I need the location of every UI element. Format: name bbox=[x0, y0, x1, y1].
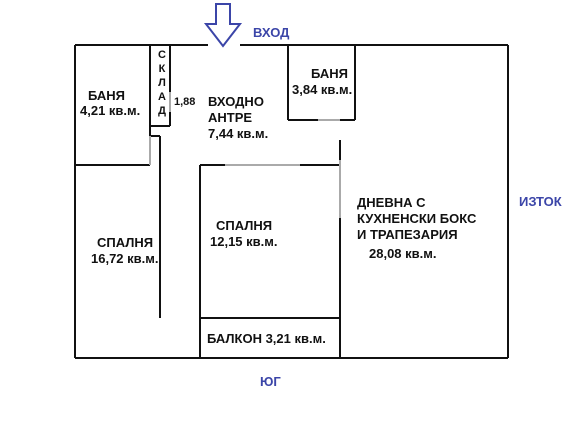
living-line2: КУХНЕНСКИ БОКС bbox=[357, 211, 477, 226]
bath-left-area: 4,21 кв.м. bbox=[80, 103, 141, 118]
storage-area: 1,88 bbox=[174, 96, 196, 108]
bath-right-name: БАНЯ bbox=[311, 66, 348, 81]
door-openings bbox=[149, 92, 341, 218]
outer-walls bbox=[74, 44, 509, 359]
east-label: ИЗТОК bbox=[519, 194, 562, 209]
living-area: 28,08 кв.м. bbox=[369, 246, 437, 261]
living-line1: ДНЕВНА С bbox=[357, 195, 426, 210]
south-label: ЮГ bbox=[260, 374, 281, 389]
bedroom-left-name: СПАЛНЯ bbox=[97, 235, 154, 250]
entrance-arrow-icon bbox=[203, 3, 243, 48]
hall-area: 7,44 кв.м. bbox=[208, 126, 269, 141]
bedroom-mid-name: СПАЛНЯ bbox=[216, 218, 273, 233]
bedroom-mid-area: 12,15 кв.м. bbox=[210, 234, 278, 249]
entrance-label: ВХОД bbox=[253, 25, 290, 40]
interior-walls bbox=[75, 45, 356, 358]
bedroom-left-area: 16,72 кв.м. bbox=[91, 251, 159, 266]
hall-name-line2: АНТРЕ bbox=[208, 110, 253, 125]
balcony-label: БАЛКОН 3,21 кв.м. bbox=[207, 331, 326, 346]
hall-name-line1: ВХОДНО bbox=[208, 94, 264, 109]
bath-right-area: 3,84 кв.м. bbox=[292, 82, 353, 97]
storage-label: С К Л А Д bbox=[158, 49, 166, 117]
living-line3: И ТРАПЕЗАРИЯ bbox=[357, 227, 458, 242]
bath-left-name: БАНЯ bbox=[88, 88, 125, 103]
